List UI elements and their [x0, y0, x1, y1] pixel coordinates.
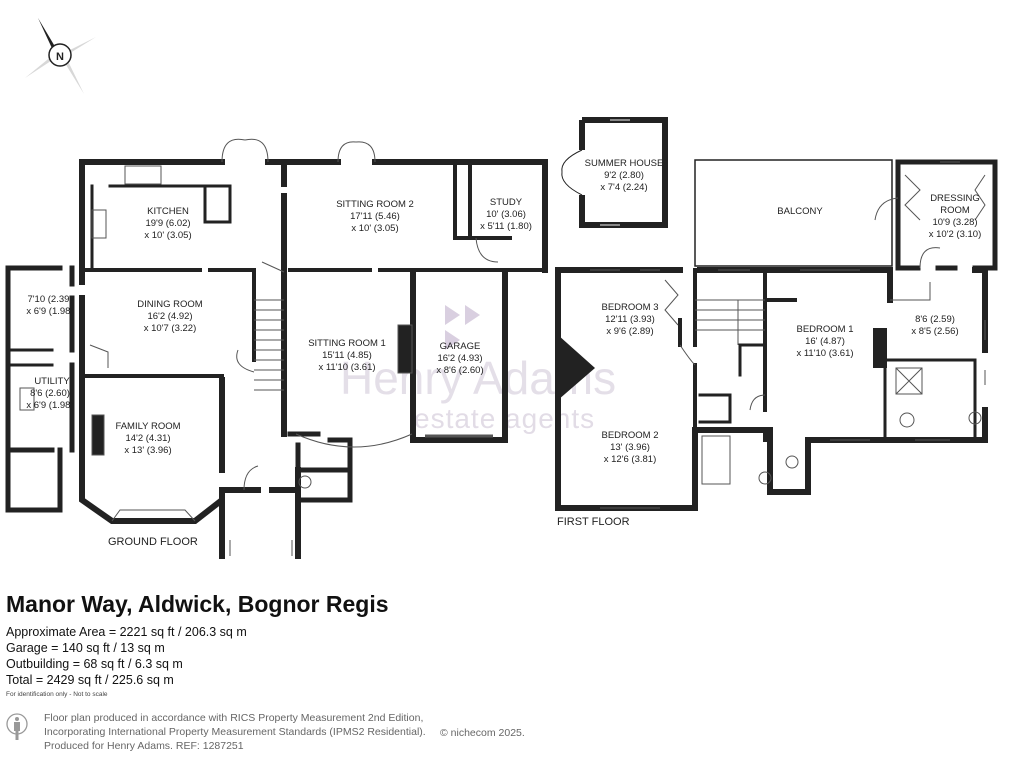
- area-approximate: Approximate Area = 2221 sq ft / 206.3 sq…: [6, 625, 247, 639]
- area-garage: Garage = 140 sq ft / 13 sq m: [6, 641, 165, 655]
- property-title: Manor Way, Aldwick, Bognor Regis: [6, 591, 389, 617]
- ground-floor-label: GROUND FLOOR: [108, 536, 198, 548]
- room-utility-store-label: 7'10 (2.39)x 6'9 (1.98): [26, 294, 73, 317]
- room-balcony-label: BALCONY: [777, 206, 823, 217]
- copyright: © nichecom 2025.: [440, 727, 525, 739]
- room-ensuite-label: 8'6 (2.59)x 8'5 (2.56): [911, 314, 958, 337]
- summer-house-walls: [561, 117, 668, 228]
- ground-floor-walls: [5, 159, 548, 559]
- rics-person-icon: [6, 713, 28, 740]
- ground-floor-details: [19, 138, 499, 556]
- scale-note: For identification only - Not to scale: [6, 691, 108, 698]
- area-total: Total = 2429 sq ft / 225.6 sq m: [6, 673, 174, 687]
- area-outbuilding: Outbuilding = 68 sq ft / 6.3 sq m: [6, 657, 183, 671]
- footer-line-3: Produced for Henry Adams. REF: 1287251: [44, 740, 244, 752]
- footer-line-2: Incorporating International Property Mea…: [44, 726, 426, 738]
- first-floor-label: FIRST FLOOR: [557, 516, 630, 528]
- compass-letter: N: [56, 51, 64, 63]
- first-floor-details: [558, 161, 986, 509]
- footer-line-1: Floor plan produced in accordance with R…: [44, 712, 424, 724]
- compass-icon: N: [25, 18, 96, 94]
